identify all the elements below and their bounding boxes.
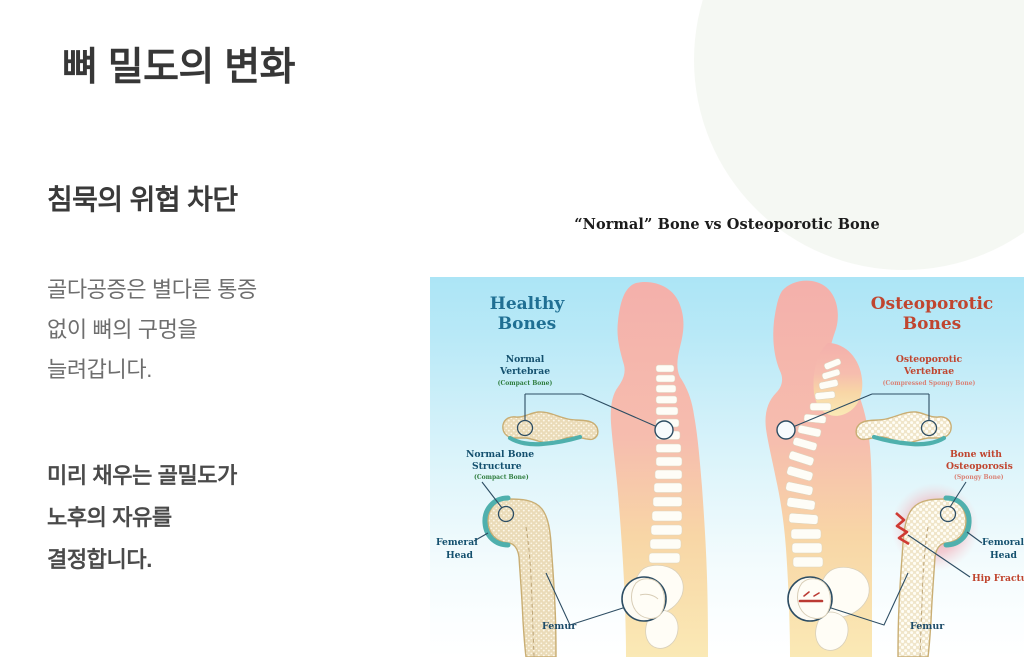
healthy-heading-line-1: Healthy	[490, 294, 566, 314]
hip-fracture-crack	[895, 512, 910, 546]
osteoporotic-femoral-head-label-line-1: Femoral	[982, 537, 1024, 548]
normal-bone-structure-label-line-1: Normal Bone	[466, 449, 534, 460]
normal-femur-label: Femur	[542, 621, 577, 632]
normal-femur-leader-line	[545, 572, 627, 626]
paragraph-2-line-2: 노후의 자유를	[47, 505, 172, 530]
text-column: 뼈 밀도의 변화 침묵의 위협 차단 골다공증은 별다른 통증 없이 뼈의 구멍…	[0, 0, 430, 666]
osteoporotic-heading-line-2: Bones	[903, 314, 961, 334]
normal-bone-structure-label-line-2: Structure	[472, 461, 522, 472]
osteoporotic-vertebra-illustration	[855, 411, 952, 447]
osteoporotic-vertebrae-label-line-1: Osteoporotic	[896, 354, 963, 365]
osteoporotic-vertebrae-label-line-2: Vertebrae	[903, 366, 954, 377]
paragraph-1-line-2: 없이 뼈의 구멍을	[47, 317, 198, 342]
normal-vertebra-illustration	[502, 411, 599, 447]
healthy-heading-line-2: Bones	[498, 314, 556, 334]
osteoporotic-vertebrae-sublabel: (Compressed Spongy Bone)	[883, 380, 976, 387]
body-paragraph-2: 미리 채우는 골밀도가 노후의 자유를 결정합니다.	[47, 455, 397, 581]
osteoporotic-heading-line-1: Osteoporotic	[871, 294, 994, 314]
figure-caption: “Normal” Bone vs Osteoporotic Bone	[574, 216, 880, 233]
hip-fracture-label: Hip Fracture	[972, 573, 1024, 584]
normal-vertebrae-label-line-2: Vertebrae	[499, 366, 550, 377]
paragraph-2-line-1: 미리 채우는 골밀도가	[47, 463, 237, 488]
bone-with-osteoporosis-label-line-1: Bone with	[950, 449, 1002, 460]
normal-femoral-head-label-line-2: Head	[446, 550, 473, 561]
osteoporotic-femoral-head-label-line-2: Head	[990, 550, 1017, 561]
page-title: 뼈 밀도의 변화	[62, 46, 295, 89]
bone-with-osteoporosis-label-line-2: Osteoporosis	[946, 461, 1013, 472]
healthy-body-silhouette	[610, 281, 708, 657]
normal-femoral-head-illustration	[482, 495, 557, 657]
normal-vertebrae-sublabel: (Compact Bone)	[498, 380, 553, 387]
normal-femoral-head-label-line-1: Femeral	[436, 537, 478, 548]
section-subheading: 침묵의 위협 차단	[47, 184, 238, 215]
normal-bone-structure-sublabel: (Compact Bone)	[474, 474, 529, 481]
paragraph-1-line-3: 늘려갑니다.	[47, 357, 152, 382]
body-paragraph-1: 골다공증은 별다른 통증 없이 뼈의 구멍을 늘려갑니다.	[47, 270, 397, 390]
osteoporotic-femoral-head-illustration	[895, 495, 972, 657]
bone-with-osteoporosis-sublabel: (Spongy Bone)	[954, 474, 1004, 481]
bone-diagram-panel: Healthy Bones Osteoporotic Bones	[430, 277, 1024, 657]
normal-vertebrae-label-line-1: Normal	[506, 354, 545, 365]
paragraph-2-line-3: 결정합니다.	[47, 547, 152, 572]
paragraph-1-line-1: 골다공증은 별다른 통증	[47, 277, 257, 302]
osteoporotic-femur-label: Femur	[910, 621, 945, 632]
bone-comparison-figure: “Normal” Bone vs Osteoporotic Bone	[430, 0, 1024, 666]
osteoporotic-femur-leader-line	[827, 572, 909, 626]
osteoporotic-spine	[785, 358, 842, 568]
